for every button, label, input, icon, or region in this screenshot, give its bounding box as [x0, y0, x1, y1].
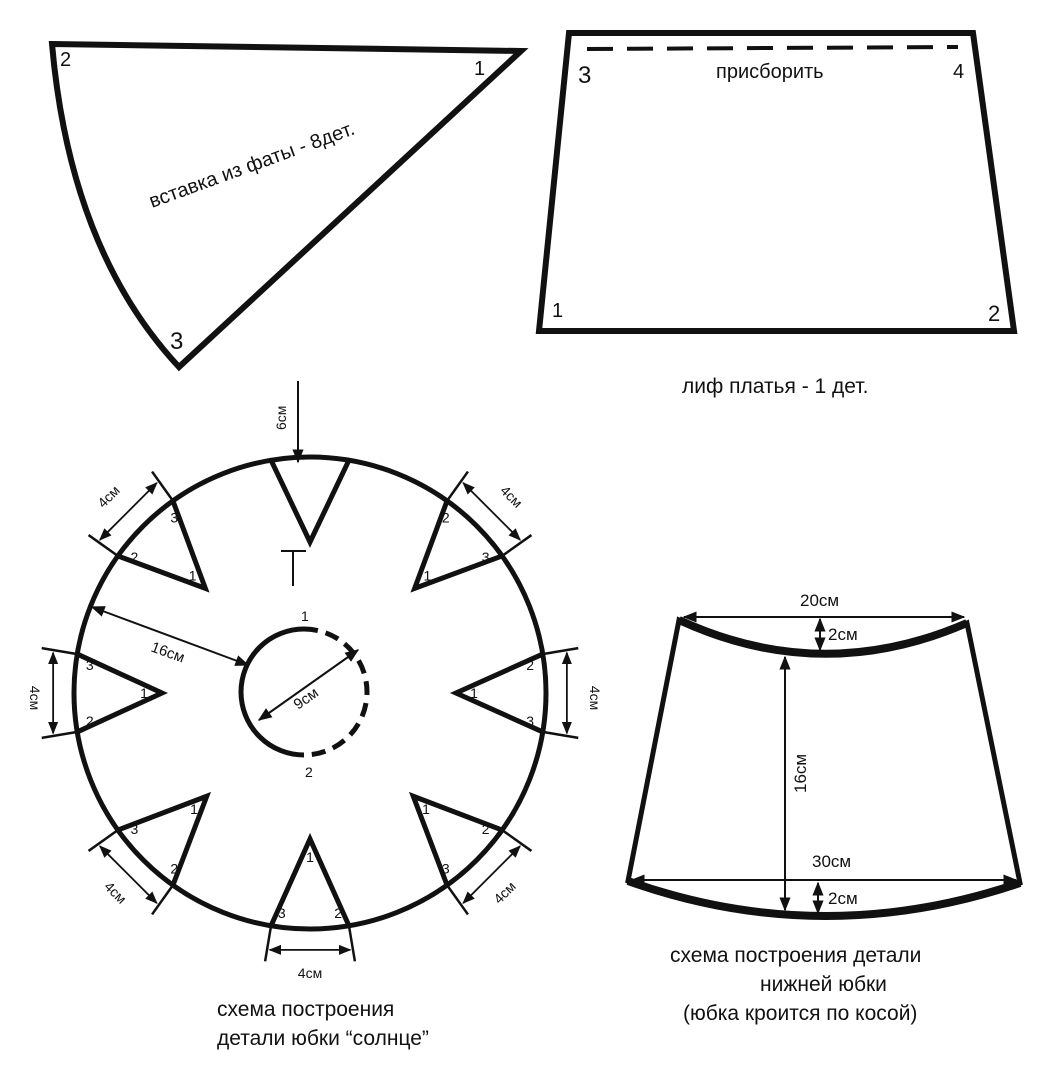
dart-tip-label: 1: [190, 801, 198, 817]
underskirt-top-width-label: 20см: [800, 591, 839, 610]
dart-0: [268, 459, 352, 548]
underskirt-outline: [625, 616, 1023, 919]
dart-extension-line: [498, 826, 533, 852]
bodice-point-3: 3: [578, 62, 591, 89]
dart-extension-line: [498, 534, 533, 560]
circle-skirt-waist-label: 9см: [291, 684, 322, 713]
dart-extension-line: [151, 881, 177, 916]
dart-tip-label: 1: [422, 801, 430, 817]
dart-point-a-label: 2: [482, 821, 490, 837]
dart-width-dimension: [462, 482, 521, 541]
dart-width-label: 4см: [298, 965, 322, 981]
circle-skirt-piece: 9см 1 2 16см 6см 1 2 3 1 2 3 1 2 3 1 2 3 1 2 3 1 2 3 1 2 3 4…: [27, 381, 603, 1050]
dart-point-b-label: 3: [130, 821, 138, 837]
circle-skirt-darts: 1 2 3 1 2 3 1 2 3 1 2 3 1 2 3 1 2 3 1 2 3: [76, 459, 544, 927]
circle-skirt-radius-dimension: [90, 606, 250, 666]
dart-3: [408, 791, 504, 887]
dart-point-b-label: 3: [86, 657, 94, 673]
veil-insert-point-3: 3: [170, 328, 183, 355]
circle-skirt-top-label: 6см: [273, 406, 289, 430]
dart-point-b-label: 3: [526, 713, 534, 729]
dart-extension-line: [443, 470, 469, 505]
veil-insert-piece: 2 1 3 вставка из фаты - 8дет.: [48, 40, 529, 372]
dart-width-label: 4см: [94, 482, 123, 511]
dart-width-label: 4см: [587, 686, 603, 710]
dart-width-dimension: [99, 482, 158, 541]
dart-width-label: 4см: [27, 686, 43, 710]
circle-skirt-waist-solid: [238, 626, 305, 758]
underskirt-height-label: 16см: [791, 754, 810, 793]
veil-insert-point-2: 2: [60, 49, 71, 71]
dart-point-a-label: 2: [86, 713, 94, 729]
underskirt-piece: 20см 2см 16см 30см 2см схема построения …: [625, 591, 1023, 1025]
underskirt-caption-line2: нижней юбки: [760, 973, 887, 996]
dart-tip-label: 1: [306, 849, 314, 865]
dart-extension-line: [87, 534, 122, 560]
dart-width-label: 4см: [497, 482, 526, 511]
circle-skirt-outer-edge: [71, 454, 549, 932]
dart-extension-line: [538, 646, 579, 656]
dart-tip-label: 1: [423, 568, 431, 584]
dart-5: [116, 791, 212, 887]
bodice-caption: лиф платья - 1 дет.: [682, 375, 868, 398]
dart-width-label: 4см: [490, 878, 519, 907]
dart-extension-line: [87, 826, 122, 852]
circle-skirt-caption-line1: схема построения: [217, 998, 394, 1021]
dart-2: [449, 651, 544, 735]
dart-7: [117, 500, 210, 593]
circle-skirt-radius-label: 16см: [149, 639, 187, 667]
circle-skirt-inner-point-2: 2: [305, 764, 313, 780]
circle-skirt-dart-dimensions: 4см 4см 4см 4см 4см 4см 4см: [27, 470, 603, 981]
bodice-gather-label: присборить: [716, 61, 824, 83]
dart-4: [268, 832, 352, 927]
dart-point-a-label: 2: [170, 861, 178, 877]
underskirt-caption-line1: схема построения детали: [670, 944, 921, 967]
dart-extension-line: [538, 730, 579, 740]
dart-1: [410, 500, 503, 593]
dart-point-a-label: 2: [442, 509, 450, 525]
bodice-outline: [535, 30, 1018, 334]
circle-skirt-caption-line2: детали юбки “солнце”: [217, 1027, 429, 1050]
bodice-point-2: 2: [988, 301, 1000, 326]
dart-point-b-label: 3: [170, 509, 178, 525]
dart-point-b-label: 3: [482, 549, 490, 565]
veil-insert-point-1: 1: [474, 58, 485, 80]
underskirt-bottom-depth-label: 2см: [828, 889, 858, 908]
dart-point-b-label: 3: [442, 861, 450, 877]
dart-width-dimension: [99, 845, 158, 904]
bodice-point-4: 4: [953, 61, 964, 83]
dart-point-a-label: 2: [334, 905, 342, 921]
dart-extension-line: [443, 881, 469, 916]
dart-6: [76, 651, 168, 735]
circle-skirt-waist-dashed: [303, 626, 370, 758]
dart-extension-line: [41, 646, 82, 656]
dart-width-dimension: [462, 845, 521, 904]
dart-width-label: 4см: [101, 878, 130, 907]
dart-point-a-label: 2: [526, 657, 534, 673]
dart-extension-line: [347, 921, 357, 962]
dart-point-a-label: 2: [130, 549, 138, 565]
underskirt-bottom-edge: [626, 877, 1022, 920]
dart-tip-label: 1: [140, 685, 148, 701]
underskirt-top-edge: [677, 616, 969, 658]
bodice-piece: присборить 3 4 1 2 лиф платья - 1 дет.: [535, 30, 1018, 398]
veil-insert-label: вставка из фаты - 8дет.: [146, 118, 357, 213]
dart-extension-line: [41, 730, 82, 740]
circle-skirt-waist-dimension: [257, 649, 360, 721]
dart-extension-line: [151, 470, 177, 505]
bodice-gather-line: [586, 45, 959, 51]
dart-tip-label: 1: [189, 568, 197, 584]
veil-insert-outline: [48, 40, 529, 372]
circle-skirt-inner-point-1: 1: [301, 608, 309, 624]
underskirt-bottom-width-label: 30см: [812, 852, 851, 871]
dart-point-b-label: 3: [278, 905, 286, 921]
dart-extension-line: [263, 921, 273, 962]
underskirt-top-depth-label: 2см: [828, 625, 858, 644]
underskirt-caption-line3: (юбка кроится по косой): [683, 1002, 917, 1025]
bodice-point-1: 1: [552, 300, 563, 322]
dart-tip-label: 1: [470, 685, 478, 701]
